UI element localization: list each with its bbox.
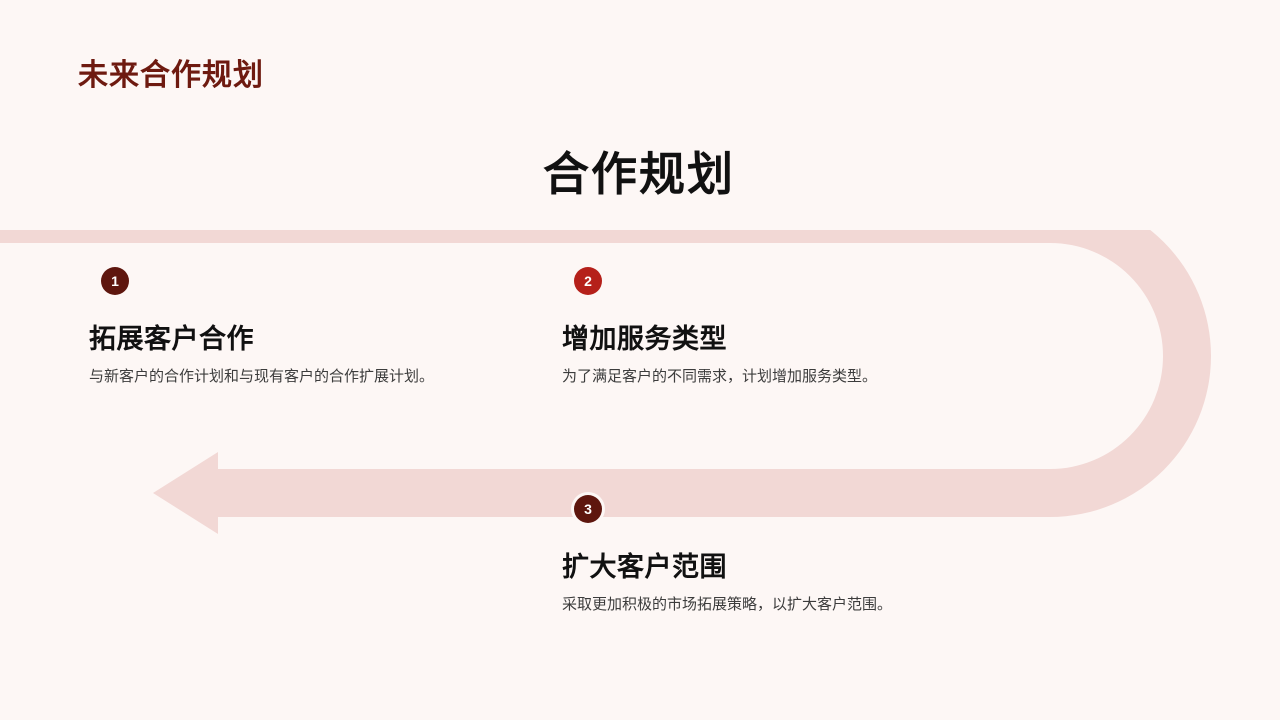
step-description-1: 与新客户的合作计划和与现有客户的合作扩展计划。 (89, 368, 435, 386)
step-item-3: 3 扩大客户范围 采取更加积极的市场拓展策略，以扩大客户范围。 (562, 495, 974, 619)
step-badge-3: 3 (574, 495, 602, 523)
page-title: 合作规划 (0, 148, 1280, 201)
page-title-text: 合作规划 (543, 148, 735, 200)
step-badge-number-1: 1 (111, 273, 119, 289)
step-badge-number-3: 3 (584, 501, 592, 517)
step-item-1: 1 拓展客户合作 与新客户的合作计划和与现有客户的合作扩展计划。 (89, 267, 481, 391)
step-title-1: 拓展客户合作 (89, 324, 254, 354)
step-badge-number-2: 2 (584, 273, 592, 289)
step-description-2: 为了满足客户的不同需求，计划增加服务类型。 (562, 368, 878, 386)
step-badge-2: 2 (574, 267, 602, 295)
step-description-3: 采取更加积极的市场拓展策略，以扩大客户范围。 (562, 596, 893, 614)
step-title-3: 扩大客户范围 (562, 552, 727, 582)
step-badge-1: 1 (101, 267, 129, 295)
step-title-2: 增加服务类型 (562, 324, 727, 354)
header-title: 未来合作规划 (78, 59, 264, 92)
step-item-2: 2 增加服务类型 为了满足客户的不同需求，计划增加服务类型。 (562, 267, 974, 391)
